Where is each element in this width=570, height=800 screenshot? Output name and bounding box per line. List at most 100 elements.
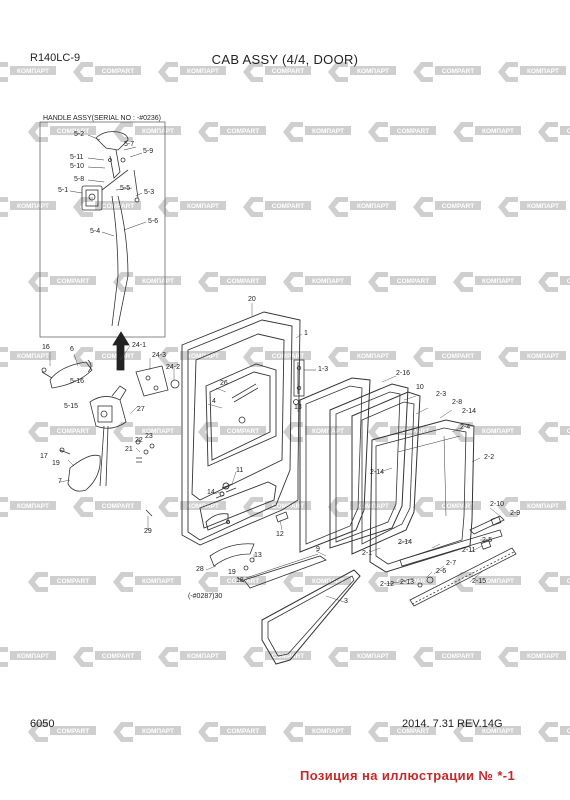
watermark-logo: COMPART [413,647,481,667]
watermark-logo: КОМПАРТ [0,497,56,517]
watermark-logo: КОМПАРТ [453,422,521,442]
watermark-logo: COMPART [538,122,570,142]
part-label: 4 [212,398,216,405]
watermark-text: COMPART [567,278,570,285]
watermark-text: COMPART [272,353,304,360]
part-label: 5-4 [90,228,101,235]
part-label: 2-4 [460,424,471,431]
part-label: 5-10 [70,163,85,170]
hinge [293,359,316,397]
part-label: 2-15 [472,578,487,585]
watermark-text: КОМПАРТ [357,203,389,210]
part-label: 19 [228,569,236,576]
part-label: 13 [294,404,302,411]
watermark-logo: КОМПАРТ [158,647,226,667]
watermark-logo: COMPART [73,497,141,517]
lower-glass [243,553,361,665]
watermark-logo: COMPART [198,272,266,292]
position-note: Позиция на иллюстрации № *-1 [300,768,516,783]
part-label: 5-9 [143,148,154,155]
watermark-logo: КОМПАРТ [0,197,56,217]
striker-bracket [135,365,180,397]
part-label: 5-15 [64,403,79,410]
watermark-logo: КОМПАРТ [498,197,566,217]
watermark-logo: КОМПАРТ [328,197,396,217]
watermark-text: COMPART [442,203,474,210]
watermark-text: COMPART [397,728,429,735]
watermark-text: КОМПАРТ [482,428,514,435]
part-label: 27 [137,406,145,413]
watermark-logo: COMPART [368,572,436,592]
watermark-logo: COMPART [368,122,436,142]
part-label: 2-14 [398,539,413,546]
part-label: 12 [276,531,284,538]
part-label: 2-6 [436,568,447,575]
watermark-logo: COMPART [368,722,436,742]
watermark-text: COMPART [567,728,570,735]
part-label: 17 [40,453,48,460]
watermark-logo: COMPART [413,497,481,517]
watermark-text: COMPART [57,578,89,585]
watermark-logo: COMPART [413,347,481,367]
watermark-logo: COMPART [538,572,570,592]
watermark-logo: КОМПАРТ [113,422,181,442]
watermark-logo: КОМПАРТ [283,572,351,592]
inner-handle [209,543,255,567]
watermark-text: КОМПАРТ [142,128,174,135]
part-label: 24-2 [166,364,181,371]
part-label: 7 [58,478,62,485]
watermark-logo: COMPART [243,647,311,667]
part-label: 2-3 [436,391,447,398]
watermark-text: COMPART [272,203,304,210]
watermark-text: COMPART [567,128,570,135]
part-label: 2-5 [482,537,493,544]
watermark-text: КОМПАРТ [312,728,344,735]
watermark-logo: COMPART [198,122,266,142]
watermark-logo: КОМПАРТ [328,647,396,667]
part-label: 2-13 [400,579,415,586]
watermark-text: КОМПАРТ [527,653,559,660]
watermark-text: COMPART [442,353,474,360]
watermark-logo: COMPART [243,197,311,217]
watermark-text: КОМПАРТ [357,653,389,660]
part-label: 20 [248,296,256,303]
watermark-text: COMPART [102,503,134,510]
watermark-text: COMPART [102,653,134,660]
watermark-text: КОМПАРТ [17,503,49,510]
watermark-logo: КОМПАРТ [453,122,521,142]
watermark-logo: КОМПАРТ [283,272,351,292]
watermark-logo: КОМПАРТ [328,347,396,367]
watermark-text: КОМПАРТ [357,503,389,510]
watermark-text: COMPART [397,278,429,285]
watermark-text: КОМПАРТ [357,353,389,360]
part-label: 16 [42,344,50,351]
part-label: 21 [125,446,133,453]
watermark-logo: КОМПАРТ [498,347,566,367]
part-label: 24-1 [132,342,147,349]
watermark-text: COMPART [567,578,570,585]
watermark-text: КОМПАРТ [527,353,559,360]
watermark-logo: КОМПАРТ [453,722,521,742]
watermark-logo: КОМПАРТ [498,62,566,82]
watermark-text: COMPART [442,503,474,510]
watermark-text: КОМПАРТ [142,578,174,585]
watermark-logo: КОМПАРТ [0,347,56,367]
watermark-text: КОМПАРТ [17,203,49,210]
watermark-logo: КОМПАРТ [283,122,351,142]
part-label: 5-6 [148,218,159,225]
sliding-rails [399,515,517,607]
part-label: 2-1 [362,550,373,557]
watermark-text: COMPART [397,128,429,135]
part-label: 26 [220,380,228,387]
watermark-text: COMPART [567,428,570,435]
watermark-logo: КОМПАРТ [498,647,566,667]
page-title: CAB ASSY (4/4, DOOR) [211,52,359,67]
window-panels [299,377,475,573]
part-label: 5-5 [120,185,131,192]
watermark-logo: COMPART [198,422,266,442]
watermark-logo: КОМПАРТ [0,647,56,667]
watermark-logo: COMPART [538,722,570,742]
part-label: 2-7 [446,560,457,567]
part-label: (-#0287)30 [188,593,223,600]
